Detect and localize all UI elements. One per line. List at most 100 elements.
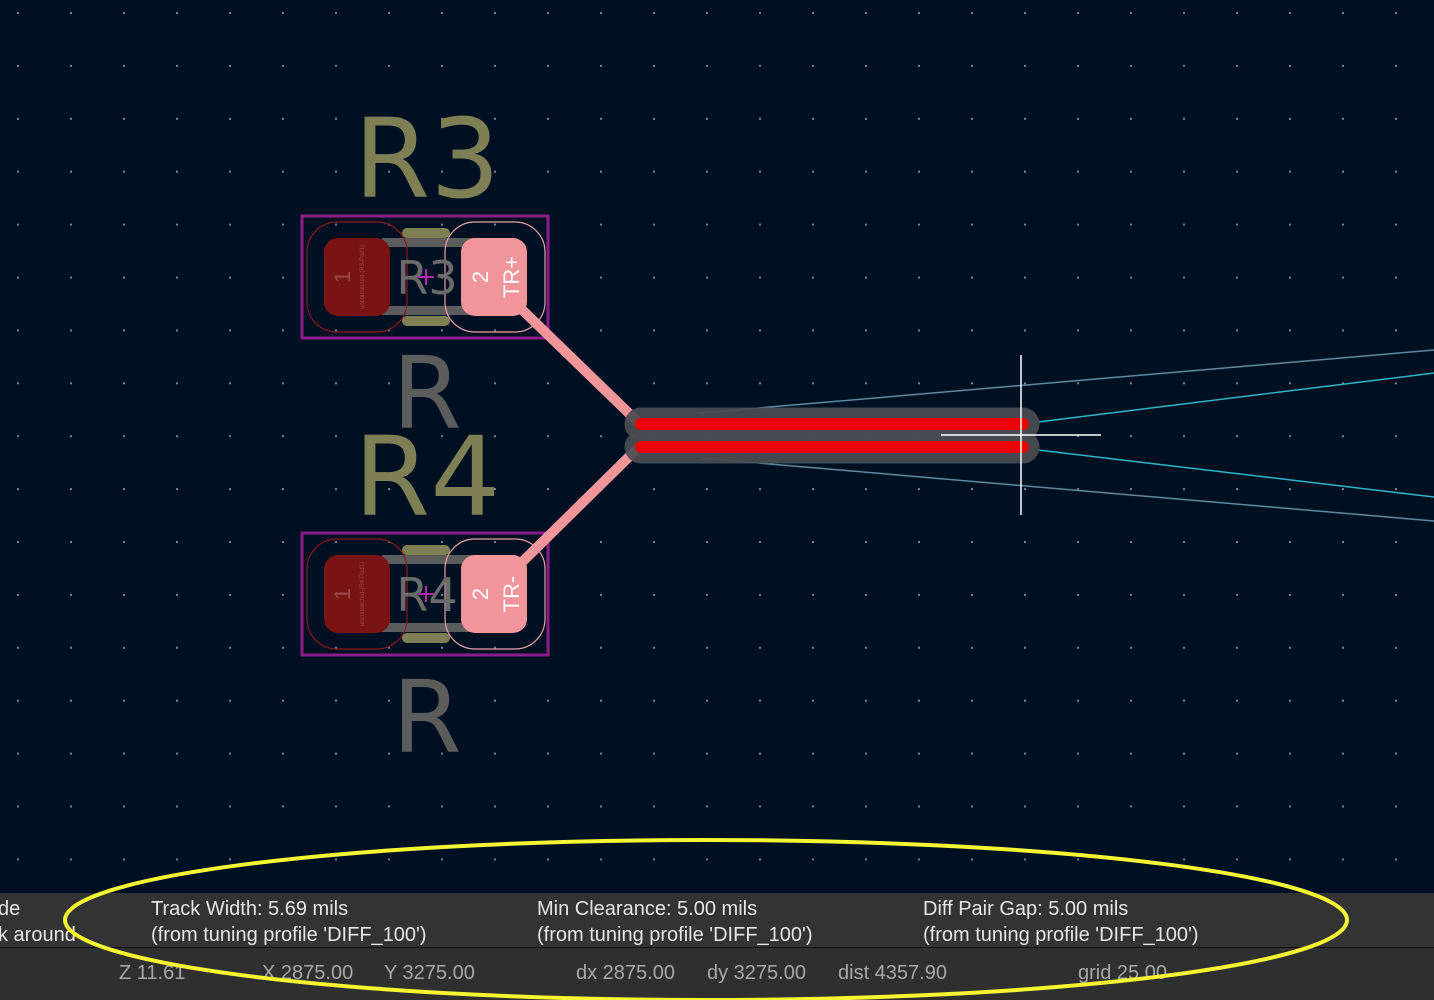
- grid-dot: [335, 699, 337, 702]
- r3-courtyard: [300, 214, 550, 340]
- track-tr-minus[interactable]: [507, 441, 645, 577]
- grid-dot: [971, 117, 973, 120]
- grid-dot: [1024, 646, 1026, 649]
- r4-fab-bottom: [382, 623, 482, 632]
- grid-dot: [1395, 593, 1397, 596]
- grid-dot: [918, 170, 920, 173]
- grid-dot: [1024, 64, 1026, 67]
- pcb-canvas[interactable]: R3 R3 1 unconnected-(R3-Pad1) 2 TR+ R R4: [0, 0, 1434, 893]
- grid-dot: [1395, 64, 1397, 67]
- grid-dot: [123, 117, 125, 120]
- grid-dot: [918, 541, 920, 543]
- grid-dot: [812, 858, 814, 861]
- grid-dot: [335, 488, 337, 491]
- grid-dot: [1183, 805, 1185, 808]
- r3-pad-1[interactable]: [324, 238, 390, 316]
- r4-pad-1[interactable]: [324, 555, 390, 633]
- grid-dot: [1077, 382, 1079, 385]
- grid-dot: [335, 541, 337, 543]
- grid-dot: [600, 646, 602, 649]
- grid-dot: [1130, 805, 1132, 808]
- grid-dot: [1342, 646, 1344, 649]
- grid-dot: [812, 541, 814, 543]
- grid-dot: [70, 699, 72, 702]
- grid-dot: [1342, 488, 1344, 491]
- grid-dot: [282, 12, 284, 14]
- grid-dot: [123, 488, 125, 491]
- footprint-r4[interactable]: R4 R4 1 unconnected-(R4-Pad1) 2 TR- R: [300, 413, 550, 776]
- grid-dot: [176, 117, 178, 120]
- grid-dot: [918, 646, 920, 649]
- grid-dot: [971, 329, 973, 332]
- r4-silk-bottom: [402, 633, 450, 643]
- grid-dot: [1236, 858, 1238, 861]
- grid-dot: [335, 752, 337, 755]
- grid-dot: [17, 805, 19, 808]
- grid-dot: [918, 64, 920, 67]
- grid-dot: [1342, 170, 1344, 173]
- grid-dot: [653, 541, 655, 543]
- grid-dot: [1289, 276, 1291, 279]
- grid-dot: [759, 593, 761, 596]
- grid-dot: [123, 64, 125, 67]
- r3-pad2-net: TR+: [499, 256, 524, 298]
- grid-dot: [812, 699, 814, 702]
- grid-dot: [653, 858, 655, 861]
- grid-dot: [1024, 117, 1026, 120]
- grid-dot: [1395, 329, 1397, 332]
- grid-dot: [971, 488, 973, 491]
- grid-dot: [759, 646, 761, 649]
- grid-dot: [865, 858, 867, 861]
- grid-dot: [971, 805, 973, 808]
- grid-dot: [17, 752, 19, 755]
- tracks[interactable]: [507, 295, 645, 577]
- pcb-drawing[interactable]: R3 R3 1 unconnected-(R3-Pad1) 2 TR+ R R4: [0, 0, 1434, 893]
- grid-dot: [494, 223, 496, 226]
- track-tr-plus[interactable]: [507, 295, 645, 429]
- grid-dot: [17, 646, 19, 649]
- grid-dot: [176, 12, 178, 14]
- grid-dot: [706, 541, 708, 543]
- grid-dot: [1289, 699, 1291, 702]
- grid-dot: [229, 752, 231, 755]
- grid-dot: [653, 752, 655, 755]
- grid-dot: [1183, 329, 1185, 332]
- grid-dot: [759, 117, 761, 120]
- grid-dot: [706, 329, 708, 332]
- grid-dot: [441, 752, 443, 755]
- grid-dot: [388, 752, 390, 755]
- grid-dot: [706, 276, 708, 279]
- grid-dot: [706, 858, 708, 861]
- grid-dot: [547, 488, 549, 491]
- grid-dot: [812, 382, 814, 385]
- grid-dot: [1342, 12, 1344, 14]
- grid-dot: [176, 223, 178, 226]
- grid-dot: [123, 170, 125, 173]
- grid-dot: [176, 593, 178, 596]
- grid-dot: [441, 64, 443, 67]
- grid-dot: [441, 12, 443, 14]
- grid-dot: [229, 117, 231, 120]
- grid-dot: [335, 435, 337, 438]
- diff-pair-gap-value: Diff Pair Gap: 5.00 mils: [923, 898, 1129, 920]
- grid-dot: [1236, 435, 1238, 438]
- grid-dot: [600, 541, 602, 543]
- grid-dot: [759, 541, 761, 543]
- grid-dot: [600, 805, 602, 808]
- r4-pad2-number: 2: [468, 588, 493, 600]
- grid-dot: [547, 752, 549, 755]
- diff-pair-routing[interactable]: [624, 407, 1040, 464]
- grid-dot: [17, 117, 19, 120]
- info-partial-line2: k around: [0, 924, 76, 946]
- grid-dot: [865, 541, 867, 543]
- grid-dot: [494, 382, 496, 385]
- grid-dot: [229, 435, 231, 438]
- grid-dot: [1130, 646, 1132, 649]
- grid-dot: [1183, 382, 1185, 385]
- grid-dot: [282, 541, 284, 543]
- grid-dot: [1236, 752, 1238, 755]
- grid-dot: [706, 223, 708, 226]
- grid-dot: [918, 593, 920, 596]
- footprint-r3[interactable]: R3 R3 1 unconnected-(R3-Pad1) 2 TR+ R: [300, 95, 550, 452]
- grid-dot: [70, 329, 72, 332]
